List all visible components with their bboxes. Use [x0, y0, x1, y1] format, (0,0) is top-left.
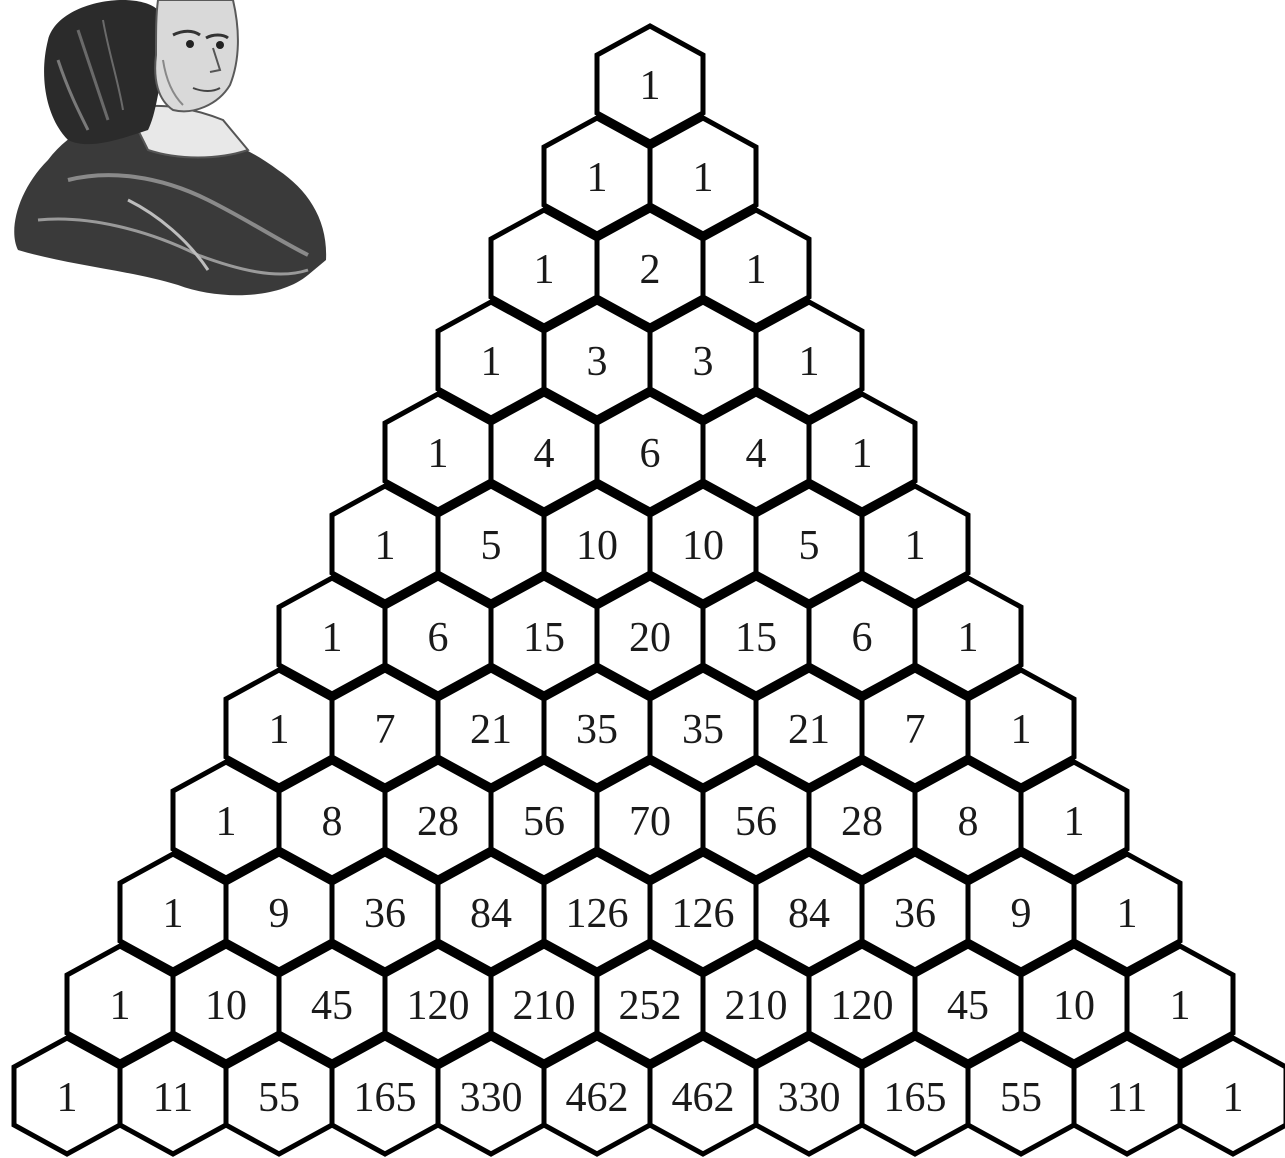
cell-value: 252 — [619, 983, 682, 1029]
cell-value: 1 — [57, 1075, 78, 1121]
cell-value: 165 — [884, 1075, 947, 1121]
cell-value: 1 — [799, 339, 820, 385]
cell-value: 28 — [841, 799, 883, 845]
cell-value: 330 — [778, 1075, 841, 1121]
cell-value: 1 — [746, 247, 767, 293]
cell-value: 120 — [407, 983, 470, 1029]
cell-value: 7 — [905, 707, 926, 753]
cell-value: 9 — [269, 891, 290, 937]
cell-value: 1 — [958, 615, 979, 661]
cell-value: 5 — [481, 523, 502, 569]
cell-value: 4 — [534, 431, 555, 477]
cell-value: 35 — [576, 707, 618, 753]
cell-value: 210 — [725, 983, 788, 1029]
cell-value: 330 — [460, 1075, 523, 1121]
cell-value: 11 — [1107, 1075, 1147, 1121]
cell-value: 462 — [672, 1075, 735, 1121]
cell-value: 10 — [576, 523, 618, 569]
cell-value: 84 — [788, 891, 830, 937]
cell-value: 1 — [587, 155, 608, 201]
portrait-icon — [14, 0, 326, 295]
cell-value: 45 — [947, 983, 989, 1029]
cell-value: 1 — [640, 63, 661, 109]
cell-value: 3 — [587, 339, 608, 385]
cell-value: 45 — [311, 983, 353, 1029]
cell-value: 9 — [1011, 891, 1032, 937]
cell-value: 1 — [110, 983, 131, 1029]
cell-value: 20 — [629, 615, 671, 661]
cell-value: 4 — [746, 431, 767, 477]
cell-value: 55 — [1000, 1075, 1042, 1121]
cell-value: 36 — [364, 891, 406, 937]
cell-value: 1 — [693, 155, 714, 201]
cell-value: 15 — [523, 615, 565, 661]
cell-value: 3 — [693, 339, 714, 385]
cell-value: 8 — [958, 799, 979, 845]
cell-value: 1 — [852, 431, 873, 477]
cell-value: 6 — [852, 615, 873, 661]
cell-value: 70 — [629, 799, 671, 845]
cell-value: 6 — [428, 615, 449, 661]
cell-value: 1 — [1223, 1075, 1244, 1121]
cell-value: 2 — [640, 247, 661, 293]
cell-value: 56 — [523, 799, 565, 845]
cell-value: 10 — [1053, 983, 1095, 1029]
cell-value: 28 — [417, 799, 459, 845]
cell-value: 1 — [216, 799, 237, 845]
cell-value: 1 — [163, 891, 184, 937]
cell-value: 1 — [1117, 891, 1138, 937]
cell-value: 462 — [566, 1075, 629, 1121]
cell-value: 15 — [735, 615, 777, 661]
cell-value: 210 — [513, 983, 576, 1029]
cell-value: 1 — [1170, 983, 1191, 1029]
cell-value: 55 — [258, 1075, 300, 1121]
cell-value: 126 — [566, 891, 629, 937]
cell-value: 120 — [831, 983, 894, 1029]
cell-value: 10 — [682, 523, 724, 569]
cell-value: 1 — [375, 523, 396, 569]
cell-value: 36 — [894, 891, 936, 937]
cell-value: 165 — [354, 1075, 417, 1121]
cell-value: 1 — [322, 615, 343, 661]
cell-value: 84 — [470, 891, 512, 937]
portrait — [14, 0, 326, 295]
cell-value: 1 — [534, 247, 555, 293]
cell-value: 56 — [735, 799, 777, 845]
cell-value: 35 — [682, 707, 724, 753]
cell-value: 1 — [905, 523, 926, 569]
cell-value: 7 — [375, 707, 396, 753]
cell-value: 1 — [428, 431, 449, 477]
cell-value: 1 — [1011, 707, 1032, 753]
cell-value: 1 — [269, 707, 290, 753]
cell-value: 10 — [205, 983, 247, 1029]
cell-value: 11 — [153, 1075, 193, 1121]
cell-value: 6 — [640, 431, 661, 477]
cell-value: 126 — [672, 891, 735, 937]
cell-value: 21 — [788, 707, 830, 753]
cell-value: 8 — [322, 799, 343, 845]
cell-value: 5 — [799, 523, 820, 569]
cell-value: 1 — [1064, 799, 1085, 845]
cell-value: 1 — [481, 339, 502, 385]
cell-value: 21 — [470, 707, 512, 753]
